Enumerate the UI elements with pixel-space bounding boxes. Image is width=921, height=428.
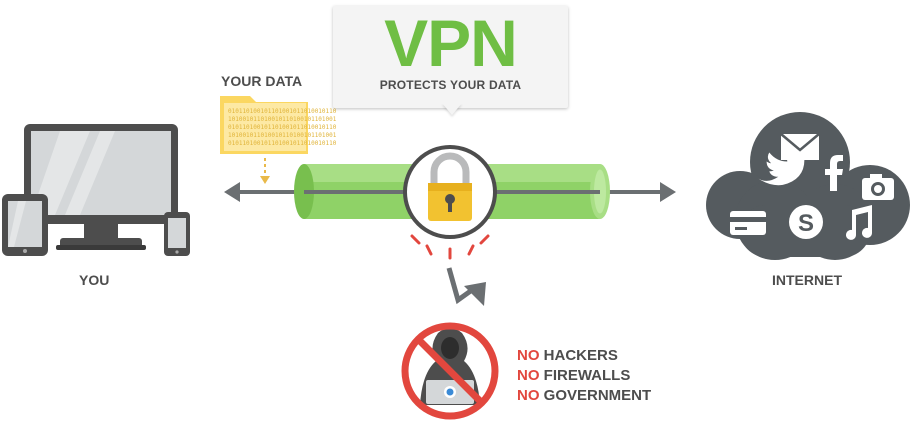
laptop-icon (24, 124, 178, 250)
svg-text:101001011010010110100101101001: 101001011010010110100101101001 (228, 116, 337, 123)
svg-text:010110100101101001011010010110: 010110100101101001011010010110 (228, 124, 337, 131)
your-data-label: YOUR DATA (221, 73, 303, 89)
vpn-callout (333, 6, 568, 108)
vpn-callout-tail (442, 103, 462, 115)
facebook-icon (825, 155, 843, 191)
music-icon (846, 205, 872, 240)
svg-text:S: S (798, 210, 814, 237)
blocked-item-firewalls: NO FIREWALLS (517, 367, 631, 384)
camera-icon (862, 174, 894, 200)
skype-icon: S (789, 205, 823, 239)
blocked-item-hackers: NO HACKERS (517, 347, 618, 364)
blocked-arrow-icon (446, 267, 486, 306)
blocked-list: NO HACKERS NO FIREWALLS NO GOVERNMENT (517, 346, 651, 406)
credit-card-icon (730, 211, 766, 235)
svg-text:101001011010010110100101101001: 101001011010010110100101101001 (228, 132, 337, 139)
you-label: YOU (79, 272, 110, 288)
padlock-icon (403, 145, 497, 239)
envelope-icon (780, 133, 820, 160)
alert-rays (410, 234, 490, 260)
prohibited-icon (401, 322, 499, 420)
internet-label: INTERNET (772, 272, 842, 288)
svg-text:010110100101101001011010010110: 010110100101101001011010010110 (228, 140, 337, 147)
svg-text:010110100101101001011010010110: 010110100101101001011010010110 (228, 108, 337, 115)
twitter-icon (758, 150, 810, 186)
vpn-subtitle: PROTECTS YOUR DATA (379, 78, 522, 92)
folder-icon: 010110100101101001011010010110 101001011… (220, 96, 337, 154)
phone-icon (164, 212, 190, 256)
blocked-item-government: NO GOVERNMENT (517, 387, 652, 404)
tablet-icon (2, 194, 48, 256)
vpn-title: VPN (384, 6, 518, 80)
